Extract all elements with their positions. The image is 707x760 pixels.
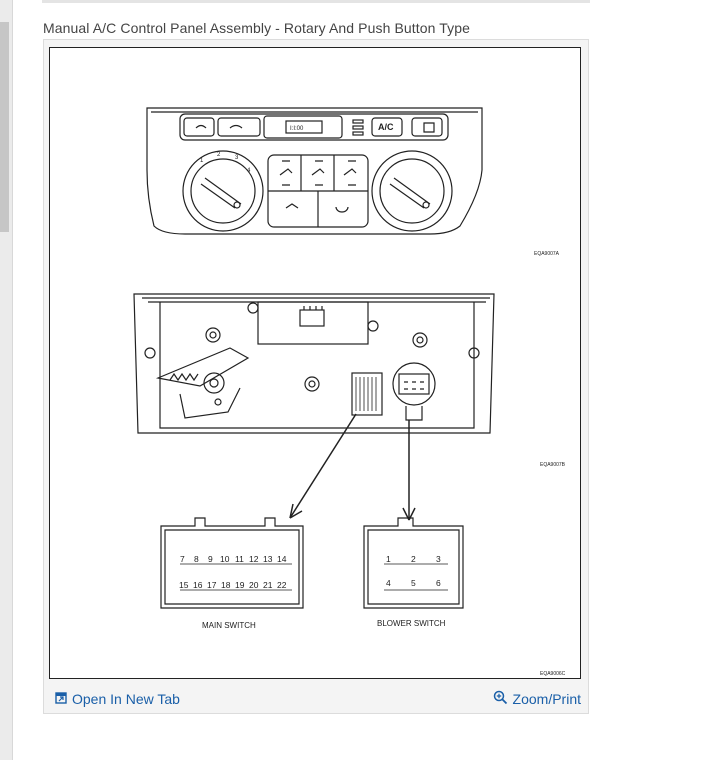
blower-pin-3: 3 xyxy=(436,554,441,564)
rear-panel-outline xyxy=(133,293,495,434)
front-panel-outline xyxy=(146,107,483,235)
main-pin-20: 20 xyxy=(249,580,259,590)
zoom-print-label: Zoom/Print xyxy=(512,691,581,707)
code-label-c: EQA9006C xyxy=(540,671,566,677)
fan-number-2: 2 xyxy=(217,152,221,158)
main-pin-19: 19 xyxy=(235,580,245,590)
main-switch-connector-outline xyxy=(160,517,304,609)
blower-pin-5: 5 xyxy=(411,578,416,588)
open-in-new-tab-link[interactable]: Open In New Tab xyxy=(55,691,180,707)
main-pin-17: 17 xyxy=(207,580,217,590)
display-text: I:I:00 xyxy=(290,126,304,132)
fan-number-1: 1 xyxy=(200,158,204,164)
main-switch-label: MAIN SWITCH xyxy=(202,621,256,630)
figure-container: A/C I:I:00 1 2 3 4 EQA9007A xyxy=(43,39,589,714)
diagram-image[interactable]: A/C I:I:00 1 2 3 4 EQA9007A xyxy=(49,47,581,679)
top-divider xyxy=(42,0,590,3)
blower-pin-2: 2 xyxy=(411,554,416,564)
ac-button-label: A/C xyxy=(378,122,394,132)
fan-number-4: 4 xyxy=(247,168,251,174)
code-label-b: EQA9007B xyxy=(540,462,566,468)
zoom-in-icon xyxy=(493,690,508,708)
open-new-tab-icon xyxy=(55,691,67,707)
blower-pin-1: 1 xyxy=(386,554,391,564)
main-pin-15: 15 xyxy=(179,580,189,590)
main-pin-9: 9 xyxy=(208,554,213,564)
main-pin-16: 16 xyxy=(193,580,203,590)
fan-number-3: 3 xyxy=(235,155,239,161)
zoom-print-link[interactable]: Zoom/Print xyxy=(493,690,581,708)
left-scrollbar-thumb[interactable] xyxy=(0,22,9,232)
main-pin-21: 21 xyxy=(263,580,273,590)
main-pin-11: 11 xyxy=(235,554,244,564)
main-pin-22: 22 xyxy=(277,580,287,590)
main-pin-14: 14 xyxy=(277,554,287,564)
main-pin-8: 8 xyxy=(194,554,199,564)
left-scrollbar-track xyxy=(0,0,13,760)
main-pin-7: 7 xyxy=(180,554,185,564)
main-pin-18: 18 xyxy=(221,580,231,590)
ac-control-panel-diagram: A/C I:I:00 1 2 3 4 EQA9007A xyxy=(133,107,566,677)
figure-footer: Open In New Tab Zoom/Print xyxy=(45,685,587,713)
main-pin-10: 10 xyxy=(220,554,230,564)
blower-switch-label: BLOWER SWITCH xyxy=(377,619,446,628)
figure-caption: Manual A/C Control Panel Assembly - Rota… xyxy=(43,20,471,36)
main-pin-13: 13 xyxy=(263,554,273,564)
open-in-new-tab-label: Open In New Tab xyxy=(72,691,180,707)
blower-pin-4: 4 xyxy=(386,578,391,588)
blower-switch-connector-outline xyxy=(363,517,464,609)
code-label-a: EQA9007A xyxy=(534,251,560,257)
main-pin-12: 12 xyxy=(249,554,259,564)
blower-pin-6: 6 xyxy=(436,578,441,588)
